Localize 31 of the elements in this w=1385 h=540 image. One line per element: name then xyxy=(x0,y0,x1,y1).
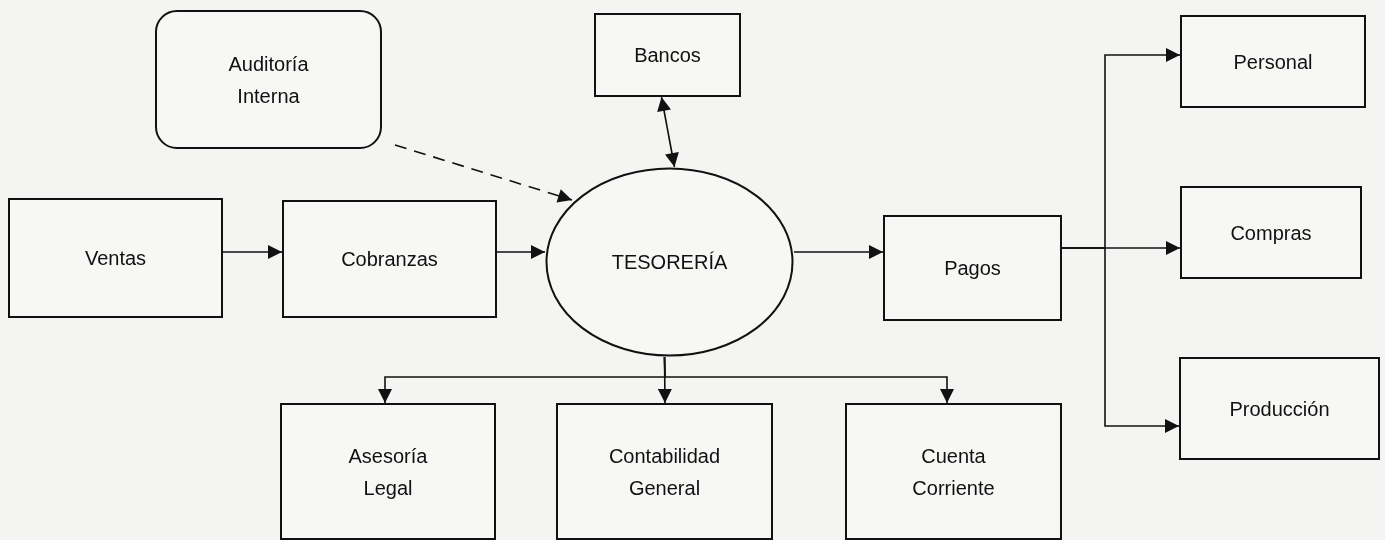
arrow xyxy=(793,245,884,259)
process-box xyxy=(282,200,497,318)
node-label: Ventas xyxy=(84,246,147,271)
arrow xyxy=(663,356,954,404)
rounded-box xyxy=(155,10,382,149)
node-label: Pagos xyxy=(944,256,1001,281)
arrow xyxy=(1061,247,1180,433)
arrow xyxy=(496,245,546,259)
process-box xyxy=(1180,186,1362,279)
node-label: Producción xyxy=(1229,396,1330,422)
process-box xyxy=(1179,357,1380,460)
node-label: Auditoría Interna xyxy=(227,51,310,109)
node-label: Cobranzas xyxy=(341,247,438,272)
node-label: Personal xyxy=(1233,49,1313,75)
node-label: Contabilidad General xyxy=(607,443,722,501)
node-label: Compras xyxy=(1230,220,1312,246)
node-label: Asesoría Legal xyxy=(347,443,429,501)
process-box xyxy=(1180,15,1366,108)
arrow xyxy=(222,245,283,259)
double-arrow xyxy=(657,96,679,168)
process-ellipse xyxy=(545,167,794,357)
process-box xyxy=(280,403,496,540)
node-label: Cuenta Corriente xyxy=(911,443,996,501)
process-box xyxy=(594,13,741,97)
node-label: Bancos xyxy=(634,43,701,68)
dashed-arrow xyxy=(394,144,573,203)
process-box xyxy=(883,215,1062,321)
process-box xyxy=(8,198,223,318)
process-box xyxy=(845,403,1062,540)
node-label: TESORERÍA xyxy=(611,250,728,275)
process-box xyxy=(556,403,773,540)
